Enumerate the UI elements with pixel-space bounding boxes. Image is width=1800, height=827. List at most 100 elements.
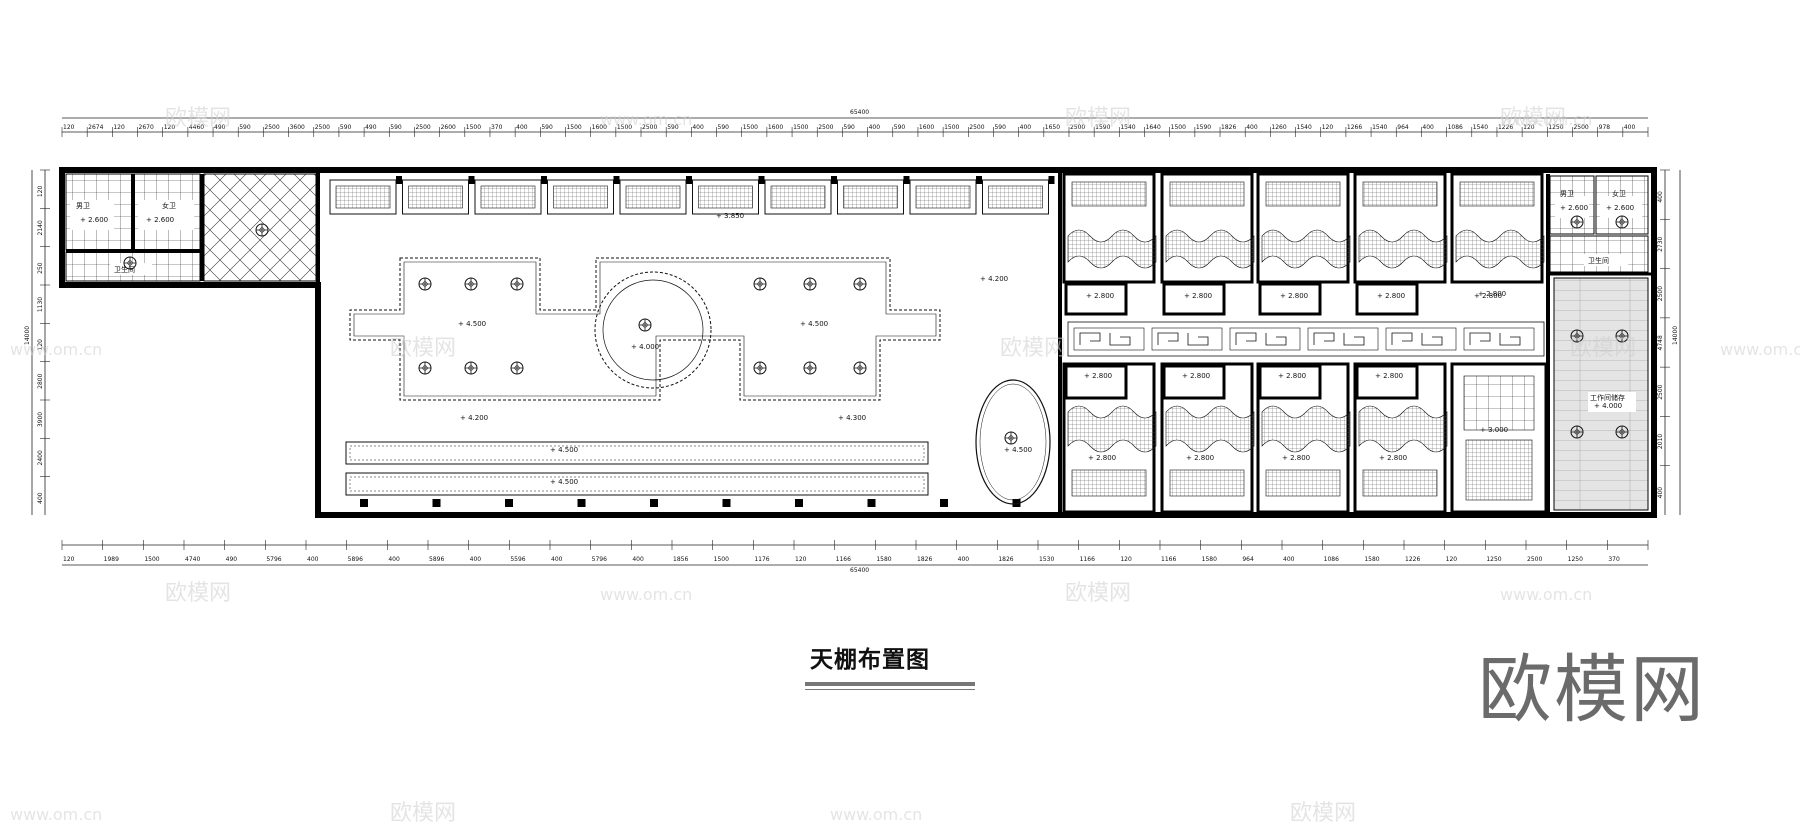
dim-top-label: 400 [1246, 124, 1258, 131]
dim-top-label: 400 [1020, 124, 1032, 131]
dim-bottom-label: 1826 [917, 556, 932, 563]
level-wc-r1: + 2.600 [1560, 204, 1588, 212]
dim-bottom-label: 400 [470, 556, 482, 563]
dim-bottom-label: 1176 [754, 556, 769, 563]
fret-cell [1229, 327, 1301, 351]
label-wc-left: 卫生间 [114, 265, 135, 274]
dim-bottom-label: 120 [795, 556, 807, 563]
dim-top-label: 1600 [768, 124, 783, 131]
level-wc-r2: + 2.600 [1606, 204, 1634, 212]
column [903, 176, 910, 184]
dim-bottom-label: 1500 [144, 556, 159, 563]
watermark-brand: 欧模网 [390, 801, 456, 826]
level-hall-2: + 4.000 [631, 343, 659, 351]
dim-bottom-label: 1166 [1080, 556, 1095, 563]
corridor-panel-inner [698, 185, 753, 209]
column [831, 176, 837, 184]
corridor-panel-inner [843, 185, 898, 209]
dim-top-label: 370 [491, 124, 503, 131]
room-top-panel [1265, 181, 1341, 207]
dim-total-left: 14000 [24, 326, 31, 345]
dim-top-label: 2500 [969, 124, 984, 131]
dim-top-label: 490 [214, 124, 226, 131]
dim-bottom-label: 370 [1608, 556, 1620, 563]
title-underline-thin [805, 689, 975, 690]
dim-top-label: 590 [718, 124, 730, 131]
dim-bottom-label: 400 [307, 556, 319, 563]
dim-left-label: 3900 [37, 412, 44, 427]
dim-top-label: 400 [516, 124, 528, 131]
dim-top-label: 490 [365, 124, 377, 131]
dim-bottom-label: 1580 [1202, 556, 1217, 563]
watermark-brand: 欧模网 [1290, 801, 1356, 826]
corridor-panel [837, 179, 904, 215]
column-bottom [867, 499, 876, 507]
watermark-url: www.om.cn [830, 805, 922, 824]
column [541, 176, 547, 184]
dim-right-label: 400 [1657, 487, 1664, 499]
column-bottom [940, 499, 948, 507]
level-hall-7: + 4.500 [550, 478, 578, 486]
level-hall-4: + 4.200 [460, 414, 488, 422]
dim-bottom-label: 1086 [1324, 556, 1339, 563]
room-low-wave [1358, 405, 1448, 453]
dim-top-label: 1500 [793, 124, 808, 131]
dim-bottom-label: 964 [1242, 556, 1254, 563]
room-low-panel [1265, 469, 1341, 497]
dim-top-label: 590 [667, 124, 679, 131]
top-left-washrooms: 男卫 女卫 + 2.600 + 2.600 卫生间 [65, 173, 317, 282]
dim-bottom-label: 4740 [185, 556, 200, 563]
dim-top-label: 1600 [592, 124, 607, 131]
dim-bottom-label: 1166 [1161, 556, 1176, 563]
corridor-panel [619, 179, 687, 215]
dim-top-label: 400 [869, 124, 881, 131]
corridor-panel [402, 179, 469, 215]
dim-top-label: 2674 [88, 124, 103, 131]
dim-bottom-label: 120 [63, 556, 75, 563]
dim-bottom-label: 400 [551, 556, 563, 563]
watermark-brand: 欧模网 [1065, 106, 1131, 131]
room-low-level: + 2.800 [1088, 454, 1116, 462]
dim-bottom-label: 120 [1120, 556, 1132, 563]
dim-top-label: 1590 [1196, 124, 1211, 131]
dim-top-label: 590 [340, 124, 352, 131]
room-top [1450, 172, 1544, 284]
dim-top-label: 1266 [1347, 124, 1362, 131]
corridor-panel [329, 179, 397, 215]
room-low-panel [1362, 469, 1438, 497]
dim-top-label: 2500 [1573, 124, 1588, 131]
label-male-right: 男卫 [1560, 190, 1574, 198]
dim-left-label: 120 [37, 186, 44, 198]
dim-top-label: 2500 [315, 124, 330, 131]
dim-top-label: 120 [63, 124, 75, 131]
watermark-url: www.om.cn [10, 805, 102, 824]
private-rooms: + 2.800+ 2.800+ 2.800+ 2.800+ 2.800+ 2.8… [1062, 172, 1548, 514]
dim-top-label: 590 [843, 124, 855, 131]
dim-left-label: 250 [37, 262, 44, 274]
dim-top-label: 1250 [1548, 124, 1563, 131]
room-alcove [1064, 282, 1128, 316]
room-right-hatch [1465, 439, 1533, 501]
dim-bottom-label: 490 [226, 556, 238, 563]
dim-top-label: 3600 [290, 124, 305, 131]
corridor-panel-inner [770, 185, 826, 209]
dim-top-label: 1650 [1045, 124, 1060, 131]
room-right-level-top: + 2.800 [1478, 290, 1506, 298]
label-male-left: 男卫 [76, 202, 90, 210]
column-bottom [722, 499, 731, 507]
dim-bottom-label: 1580 [876, 556, 891, 563]
dim-bottom-label: 1250 [1568, 556, 1583, 563]
column-bottom [505, 499, 513, 507]
fret-motif [1313, 332, 1365, 346]
room-low-wave [1067, 405, 1157, 453]
level-hall-9: + 4.200 [980, 275, 1008, 283]
dim-top-label: 400 [692, 124, 704, 131]
fret-motif [1157, 332, 1209, 346]
dim-bottom-label: 1226 [1405, 556, 1420, 563]
column [976, 176, 982, 184]
room-low-wave [1165, 405, 1255, 453]
dim-top-label: 1260 [1271, 124, 1286, 131]
room-top [1353, 172, 1447, 284]
